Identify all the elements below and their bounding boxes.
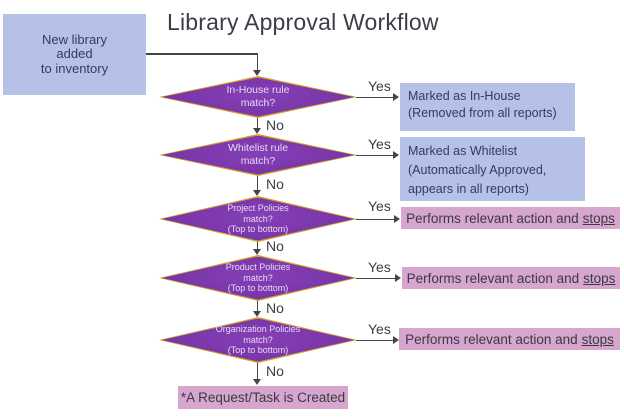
outcome-line: appears in all reports): [408, 182, 529, 196]
diamond-label-line: match?: [243, 213, 273, 224]
no-label: No: [266, 238, 284, 254]
no-label: No: [266, 300, 284, 316]
yes-label: Yes: [368, 136, 391, 152]
diamond-label-line: match?: [240, 97, 276, 109]
diamond-label: Organization Policies match? (Top to bot…: [159, 317, 357, 363]
decision-organization-policies: Organization Policies match? (Top to bot…: [159, 317, 357, 363]
arrow-line: [256, 301, 258, 311]
arrow-head-down: [253, 311, 261, 317]
arrow-head-down: [253, 70, 261, 76]
outcome-marked-whitelist: Marked as Whitelist (Automatically Appro…: [400, 137, 585, 201]
arrow-line: [356, 218, 394, 220]
diamond-label-line: (Top to bottom): [227, 283, 289, 294]
diamond-label-line: match?: [243, 334, 273, 345]
arrow-head-right: [395, 274, 401, 282]
arrow-head-down: [253, 128, 261, 134]
arrow-line: [256, 176, 258, 190]
decision-product-policies: Product Policies match? (Top to bottom): [159, 255, 357, 301]
no-label: No: [266, 117, 284, 133]
arrow-line: [356, 277, 395, 279]
diamond-label-line: Project Policies: [227, 203, 289, 214]
yes-label: Yes: [368, 78, 391, 94]
arrow-line: [356, 154, 393, 156]
arrow-line: [256, 118, 258, 128]
outcome-text: Performs relevant action and: [405, 331, 578, 347]
diamond-label-line: Product Policies: [225, 262, 291, 273]
diamond-label-line: Organization Policies: [215, 324, 301, 335]
start-node-line: to inventory: [40, 60, 109, 76]
yes-label: Yes: [368, 198, 391, 214]
arrow-line: [256, 53, 258, 70]
outcome-marked-in-house: Marked as In-House (Removed from all rep…: [400, 83, 575, 131]
arrow-line: [356, 339, 393, 341]
start-node-line: added: [56, 46, 93, 62]
arrow-head-right: [393, 151, 399, 159]
arrow-line: [256, 363, 258, 379]
diamond-label-line: (Top to bottom): [227, 224, 289, 235]
yes-label: Yes: [368, 259, 391, 275]
decision-whitelist-rule: Whitelist rule match?: [159, 134, 357, 176]
arrow-head-right: [393, 336, 399, 344]
start-node-new-library: New library added to inventory: [3, 14, 146, 95]
end-node-text: *A Request/Task is Created: [180, 390, 346, 405]
outcome-text: Performs relevant action and: [406, 210, 579, 226]
diamond-label-line: match?: [243, 272, 273, 283]
diamond-label: Whitelist rule match?: [159, 134, 357, 176]
end-node-request-task-created: *A Request/Task is Created: [178, 386, 348, 409]
no-label: No: [266, 363, 284, 379]
diamond-label: In-House rule match?: [159, 76, 357, 118]
yes-label: Yes: [368, 321, 391, 337]
arrow-head-down: [253, 379, 261, 385]
outcome-line: (Removed from all reports): [408, 106, 557, 120]
arrow-head-down: [253, 249, 261, 255]
decision-project-policies: Project Policies match? (Top to bottom): [159, 196, 357, 242]
diamond-label-line: In-House rule: [226, 84, 290, 96]
no-label: No: [266, 176, 284, 192]
outcome-line: (Automatically Approved,: [408, 163, 547, 177]
outcome-text-underlined: stops: [583, 270, 616, 286]
arrow-head-down: [253, 190, 261, 196]
outcome-line: Marked as Whitelist: [408, 144, 518, 158]
outcome-text: Performs relevant action and: [406, 270, 580, 286]
decision-in-house-rule: In-House rule match?: [159, 76, 357, 118]
arrow-line: [146, 53, 258, 55]
diamond-label-line: match?: [240, 155, 276, 167]
arrow-head-right: [394, 215, 400, 223]
diamond-label: Project Policies match? (Top to bottom): [159, 196, 357, 242]
arrow-line: [256, 242, 258, 249]
diamond-label-line: (Top to bottom): [227, 345, 289, 356]
arrow-head-right: [393, 93, 399, 101]
diamond-label-line: Whitelist rule: [227, 142, 289, 154]
page-title: Library Approval Workflow: [167, 9, 439, 35]
outcome-line: Marked as In-House: [408, 89, 521, 103]
start-node-line: New library: [41, 31, 107, 47]
outcome-text-underlined: stops: [582, 210, 615, 226]
arrow-line: [356, 96, 393, 98]
outcome-text-underlined: stops: [581, 331, 614, 347]
diamond-label: Product Policies match? (Top to bottom): [159, 255, 357, 301]
